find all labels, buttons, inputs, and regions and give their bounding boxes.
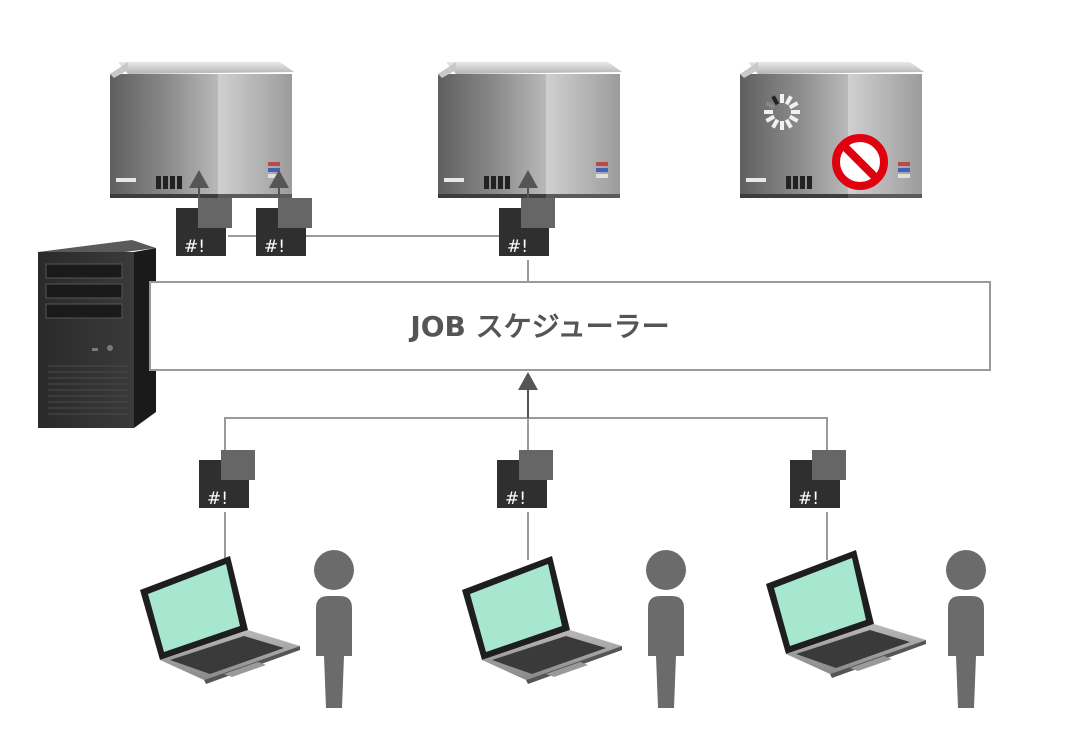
laptop-icon	[766, 550, 926, 678]
job-icon: #!	[256, 198, 312, 257]
svg-text:#!: #!	[505, 489, 526, 509]
scheduler-host-tower	[38, 240, 156, 428]
laptop-icon	[140, 556, 300, 684]
scheduler-label: JOB スケジューラー	[408, 310, 669, 343]
compute-server-3	[740, 62, 924, 198]
job-icon: #!	[499, 198, 555, 257]
user-icon	[646, 550, 686, 708]
job-icon: #!	[497, 450, 553, 509]
job-icon: #!	[199, 450, 255, 509]
svg-text:#!: #!	[507, 237, 528, 257]
svg-text:#!: #!	[264, 237, 285, 257]
user-icon	[314, 550, 354, 708]
submit-arrow	[518, 372, 538, 418]
svg-text:#!: #!	[207, 489, 228, 509]
svg-text:#!: #!	[798, 489, 819, 509]
job-icon: #!	[790, 450, 846, 509]
job-icon: #!	[176, 198, 232, 257]
blocked-icon	[832, 134, 888, 190]
user-icon	[946, 550, 986, 708]
job-scheduler-box: JOB スケジューラー	[149, 281, 991, 371]
laptop-icon	[462, 556, 622, 684]
svg-text:#!: #!	[184, 237, 205, 257]
loading-spinner-icon	[764, 94, 800, 130]
